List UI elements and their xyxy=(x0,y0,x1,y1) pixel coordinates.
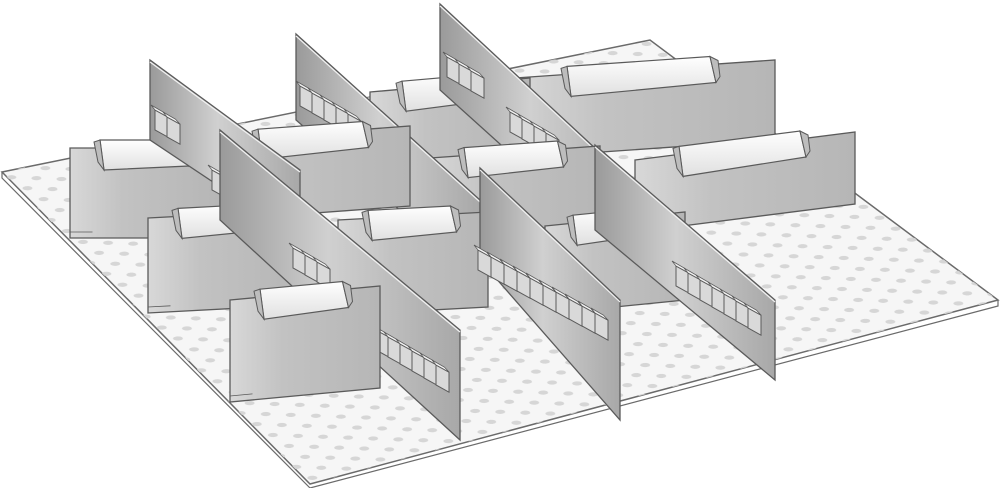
long-partition-4-front-sheet xyxy=(594,143,776,382)
short-divider-front-left-foot xyxy=(229,393,253,397)
slot-comb-3-front-slot-top xyxy=(538,279,557,293)
short-divider-left-back-label-tab-right xyxy=(361,120,374,149)
short-divider-back-right-label-tab-left xyxy=(560,65,572,99)
short-divider-right-mid xyxy=(634,130,856,233)
slot-comb-4-back-slot-top xyxy=(466,65,485,79)
long-partition-4-front-edge xyxy=(594,146,776,303)
short-divider-front-left-label-tab-right xyxy=(341,280,354,309)
slot-comb-3-front-slot-top xyxy=(590,307,609,321)
slot-comb-3-front-slot-top xyxy=(577,300,596,314)
slot-comb-4-front-slot-top xyxy=(743,302,762,316)
slot-comb-3-front xyxy=(473,244,609,341)
short-divider-left-mid-foot xyxy=(147,305,171,308)
slot-comb-2-mid xyxy=(288,242,331,290)
slot-comb-3-front-slot-top xyxy=(499,258,518,272)
slot-comb-4-mid-slot-top xyxy=(541,127,560,141)
short-divider-right-front-label-tab-left xyxy=(566,214,578,248)
slot-comb-3-front-slot-top xyxy=(512,265,531,279)
slot-comb-1-back-slot-top xyxy=(162,111,181,125)
slot-comb-4-front xyxy=(671,260,762,336)
long-partition-3-edge xyxy=(295,35,481,203)
slot-comb-2-front-slot-top xyxy=(431,359,450,373)
slot-comb-3-front-slot-top xyxy=(564,293,583,307)
short-divider-center-back-label-tab-left xyxy=(457,146,469,180)
slot-comb-3-front-slot-top xyxy=(525,272,544,286)
long-partition-3-front-edge xyxy=(479,169,621,303)
slot-comb-4-back xyxy=(442,51,485,99)
short-divider-right-mid-label-tab-left xyxy=(672,145,684,179)
short-divider-front-left xyxy=(229,280,381,403)
short-divider-center-mid-label-tab-left xyxy=(361,209,373,243)
slot-comb-3-front-slot-top xyxy=(486,251,505,265)
short-divider-far-left-label-tab-left xyxy=(93,139,105,172)
slot-comb-3-front-slot-top xyxy=(473,244,492,258)
short-divider-back-right-label-tab-right xyxy=(709,55,721,84)
slot-comb-1-back xyxy=(150,104,181,145)
short-divider-center-mid-label-tab-right xyxy=(449,205,462,234)
slot-comb-3-front-slot-top xyxy=(551,286,570,300)
short-divider-left-mid-label-tab-left xyxy=(171,207,183,241)
short-divider-right-mid-label-tab-right xyxy=(799,130,811,159)
short-divider-center-back-label-tab-right xyxy=(556,140,569,169)
long-partition-1-back-edge xyxy=(149,61,301,173)
long-partition-4-front xyxy=(594,143,776,382)
short-divider-front-left-label-tab-left xyxy=(253,288,265,322)
short-divider-back-middle-label-tab-left xyxy=(395,80,407,114)
long-partition-2-edge xyxy=(219,131,461,333)
slot-comb-3-slot-top xyxy=(343,108,362,122)
slot-comb-2-mid-slot-top xyxy=(312,256,331,270)
